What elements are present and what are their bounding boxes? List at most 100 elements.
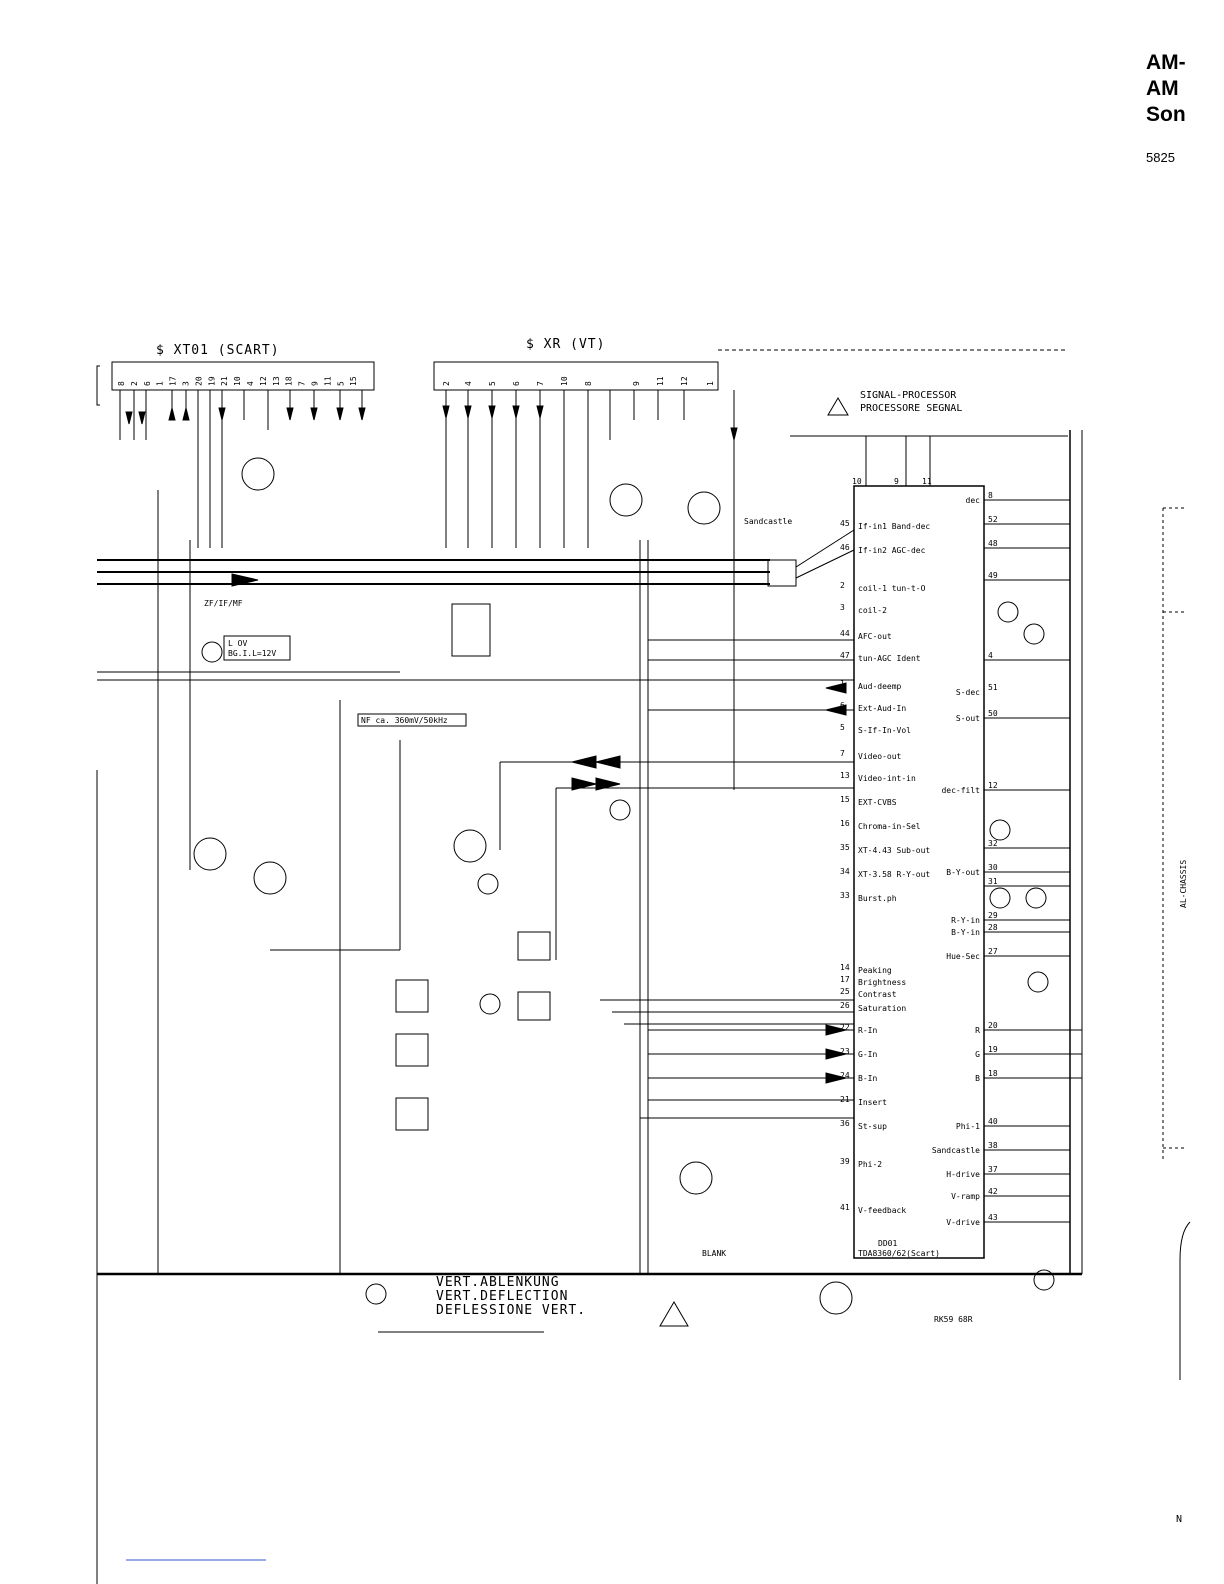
scart-pin-number: 3 (182, 381, 191, 386)
ic-right-pin-name: B (975, 1074, 980, 1083)
ic-left-pin-number: 44 (840, 629, 850, 638)
ic-left-pin-number: 13 (840, 771, 850, 780)
scart-pin-number: 21 (220, 376, 229, 386)
scart-pin-number: 15 (349, 376, 358, 386)
ic-left-pin-name: B-In (858, 1074, 877, 1083)
ic-left-pin-name: Brightness (858, 978, 906, 987)
vt-pin-number: 4 (464, 381, 473, 386)
ic-top-pin-number: 11 (922, 477, 932, 486)
vt-pin-number: 8 (584, 381, 593, 386)
ic-left-pin-number: 1 (840, 679, 845, 688)
header-line-3: Son (1146, 103, 1186, 126)
ic-left-pin-number: 2 (840, 581, 845, 590)
blank-label: BLANK (702, 1249, 726, 1258)
ic-left-pin-number: 24 (840, 1071, 850, 1080)
ic-left-pin-number: 6 (840, 701, 845, 710)
ic-right-pin-number: 28 (988, 923, 998, 932)
ic-right-pin-name: V-drive (946, 1218, 980, 1227)
ic-left-pin-name: Aud-deemp (858, 682, 902, 691)
ic-left-pin-name: Phi-2 (858, 1160, 882, 1169)
ic-right-pin-number: 27 (988, 947, 998, 956)
scart-pin-number: 18 (285, 376, 294, 386)
ic-right-pin-number: 32 (988, 839, 998, 848)
ic-left-pin-number: 34 (840, 867, 850, 876)
ic-left-pin-number: 23 (840, 1047, 850, 1056)
ic-left-pin-name: tun-AGC Ident (858, 654, 921, 663)
ic-right-pin-number: 29 (988, 911, 998, 920)
ic-title-2: PROCESSORE SEGNAL (860, 403, 962, 414)
ic-left-pin-name: EXT-CVBS (858, 798, 897, 807)
vt-pin-number: 2 (442, 381, 451, 386)
zf-label: ZF/IF/MF (204, 599, 243, 608)
header-line-1: AM- (1146, 51, 1186, 74)
scart-pin-number: 4 (246, 381, 255, 386)
ic-left-pin-number: 36 (840, 1119, 850, 1128)
ic-right-pin-name: R-Y-in (951, 916, 980, 925)
ic-left-pin-name: AFC-out (858, 632, 892, 641)
scart-pin-number: 5 (336, 381, 345, 386)
ic-left-pin-number: 25 (840, 987, 850, 996)
ic-left-pin-number: 7 (840, 749, 845, 758)
vert-label-3: DEFLESSIONE VERT. (436, 1303, 586, 1318)
ic-left-pin-name: XT-4.43 Sub-out (858, 846, 930, 855)
document-code: 5825 (1146, 150, 1175, 165)
ic-right-pin-number: 52 (988, 515, 998, 524)
ic-left-pin-name: coil-1 tun-t-O (858, 584, 926, 593)
ic-right-pin-number: 8 (988, 491, 993, 500)
scart-pin-number: 7 (298, 381, 307, 386)
ic-right-pin-name: Sandcastle (932, 1146, 980, 1155)
ic-left-pin-name: Video-int-in (858, 774, 916, 783)
header-line-2: AM (1146, 77, 1179, 100)
ic-left-pin-name: St-sup (858, 1122, 887, 1131)
ic-left-pin-name: Chroma-in-Sel (858, 822, 921, 831)
ic-left-pin-name: R-In (858, 1026, 877, 1035)
vt-pin-number: 1 (706, 381, 715, 386)
scart-pin-number: 10 (233, 376, 242, 386)
ic-left-pin-name: Ext-Aud-In (858, 704, 906, 713)
ic-left-pin-name: Insert (858, 1098, 887, 1107)
ic-left-pin-number: 22 (840, 1023, 850, 1032)
al-chassis-label: AL-CHASSIS (1179, 860, 1188, 908)
vert-label-2: VERT.DEFLECTION (436, 1289, 568, 1304)
ic-right-pin-name: V-ramp (951, 1192, 980, 1201)
right-n-label: N (1176, 1514, 1182, 1525)
ic-right-pin-number: 18 (988, 1069, 998, 1078)
ic-left-pin-number: 45 (840, 519, 850, 528)
ic-right-pin-number: 51 (988, 683, 998, 692)
ic-left-pin-number: 26 (840, 1001, 850, 1010)
ic-right-pin-number: 40 (988, 1117, 998, 1126)
scart-pin-number: 17 (169, 376, 178, 386)
ic-right-pin-number: 49 (988, 571, 998, 580)
ic-left-pin-name: XT-3.58 R-Y-out (858, 870, 930, 879)
scart-connector-body (112, 362, 374, 390)
ic-left-pin-number: 17 (840, 975, 850, 984)
ic-right-pin-name: Phi-1 (956, 1122, 980, 1131)
warning-triangle-bottom (659, 1301, 689, 1327)
zl07-filter (768, 560, 796, 586)
scart-pin-number: 12 (259, 376, 268, 386)
ic-left-pin-number: 21 (840, 1095, 850, 1104)
ic-left-pin-number: 47 (840, 651, 850, 660)
ic-left-pin-number: 33 (840, 891, 850, 900)
ic-left-pin-name: Contrast (858, 990, 897, 999)
ic-right-pin-name: Hue-Sec (946, 952, 980, 961)
ic-left-pin-number: 14 (840, 963, 850, 972)
ic-top-pin-number: 9 (894, 477, 899, 486)
vt-pin-number: 7 (536, 381, 545, 386)
ic-left-pin-name: S-If-In-Vol (858, 726, 911, 735)
scart-pin-number: 2 (130, 381, 139, 386)
ic-right-pin-number: 4 (988, 651, 993, 660)
ic-right-pin-number: 43 (988, 1213, 998, 1222)
vt-pin-number: 9 (632, 381, 641, 386)
ic-right-pin-name: B-Y-in (951, 928, 980, 937)
scart-pin-number: 1 (156, 381, 165, 386)
ic-right-pin-number: 30 (988, 863, 998, 872)
scart-pin-number: 8 (117, 381, 126, 386)
vt-pin-number: 6 (512, 381, 521, 386)
vt-pin-number: 5 (488, 381, 497, 386)
vert-label-1: VERT.ABLENKUNG (436, 1275, 560, 1290)
ic-right-pin-number: 12 (988, 781, 998, 790)
ic-right-pin-name: B-Y-out (946, 868, 980, 877)
vt-pin-number: 10 (560, 376, 569, 386)
